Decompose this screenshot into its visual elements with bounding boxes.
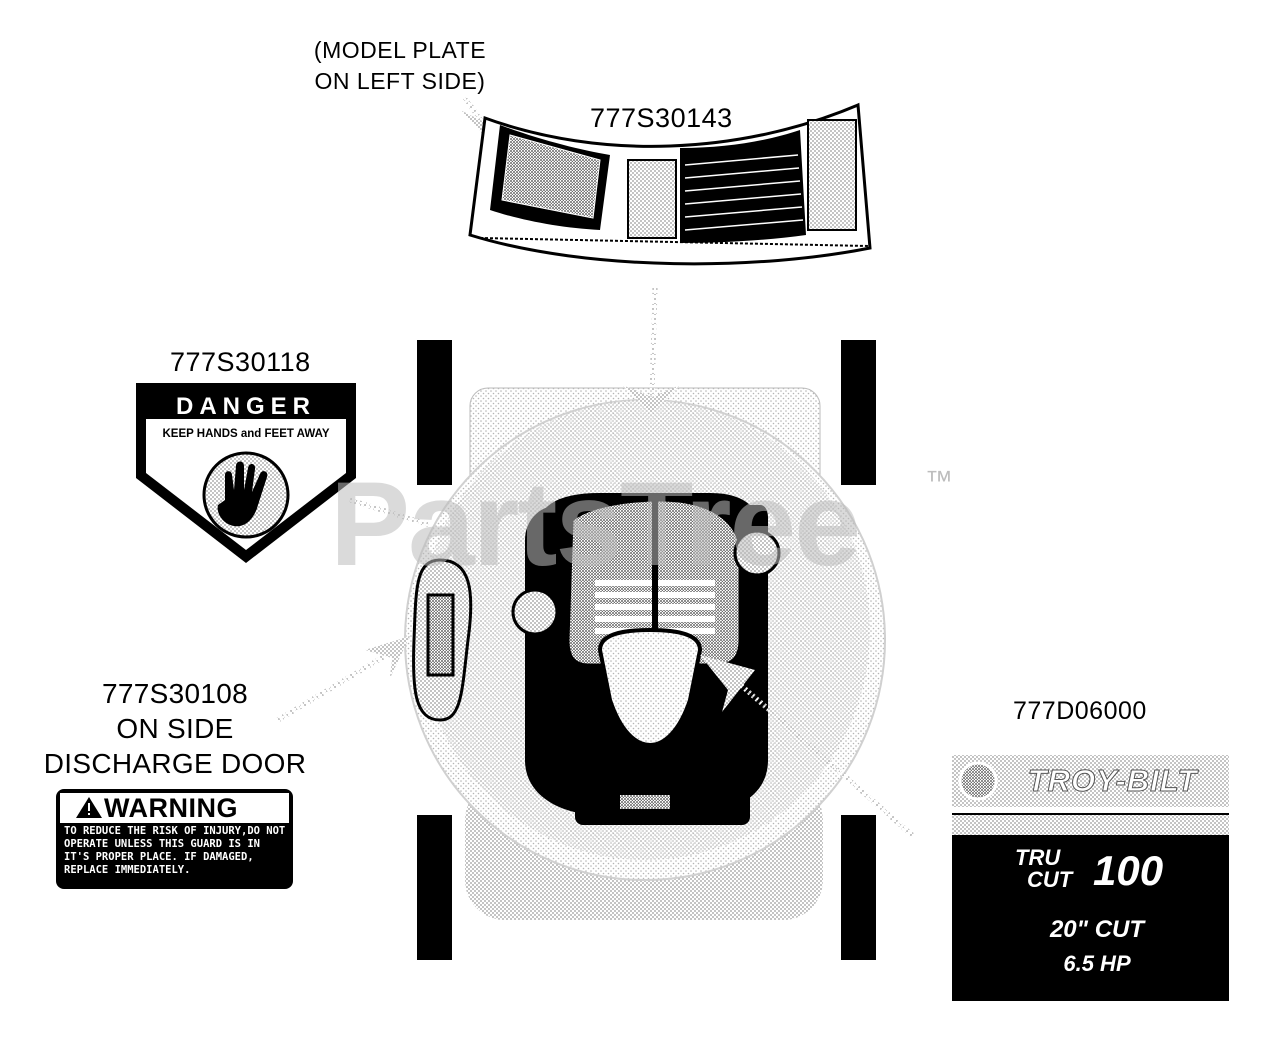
- warning-heading: WARNING: [104, 793, 238, 823]
- brand-name: TROY-BILT: [1027, 763, 1198, 799]
- danger-heading: DANGER: [175, 393, 316, 420]
- warning-body: TO REDUCE THE RISK OF INJURY,DO NOT OPER…: [64, 825, 289, 877]
- model-line2: CUT: [1027, 867, 1073, 892]
- model-plate-note: (MODEL PLATE ON LEFT SIDE): [300, 35, 500, 97]
- watermark-text: PartsTree: [330, 457, 861, 591]
- wheel-front-right: [841, 815, 876, 960]
- watermark-trademark: ™: [925, 465, 953, 496]
- warning-body-line: REPLACE IMMEDIATELY.: [64, 864, 191, 876]
- watermark: PartsTree: [330, 455, 861, 593]
- part-number-777S30143[interactable]: 777S30143: [590, 103, 733, 133]
- wheel-rear-right: [841, 340, 876, 485]
- warning-callout: 777S30108 ON SIDE DISCHARGE DOOR: [20, 676, 330, 781]
- danger-subheading: KEEP HANDS and FEET AWAY: [162, 428, 330, 440]
- decal-brand-art: [952, 755, 1229, 1001]
- wheel-front-left: [417, 815, 452, 960]
- cut-width: 20" CUT: [1049, 916, 1145, 943]
- part-number-777S30118[interactable]: 777S30118: [170, 347, 311, 377]
- warning-location-line2: DISCHARGE DOOR: [43, 748, 307, 779]
- fuel-cap: [511, 588, 559, 636]
- model-line1: TRU: [1015, 845, 1061, 870]
- part-number-777S30108[interactable]: 777S30108: [102, 678, 248, 709]
- warning-location-line1: ON SIDE: [116, 713, 234, 744]
- oil-cap: [733, 529, 781, 577]
- decal-danger-art: [136, 383, 356, 563]
- horsepower: 6.5 HP: [1063, 951, 1131, 976]
- warning-body-line: OPERATE UNLESS THIS GUARD IS IN: [64, 838, 260, 850]
- model-plate-note-line2: ON LEFT SIDE): [314, 68, 486, 94]
- wheel-rear-left: [417, 340, 452, 485]
- warning-body-line: IT'S PROPER PLACE. IF DAMAGED,: [64, 851, 254, 863]
- warning-body-line: TO REDUCE THE RISK OF INJURY,DO NOT: [64, 825, 286, 837]
- decal-warning-art: [56, 789, 293, 889]
- model-number: 100: [1093, 847, 1164, 894]
- hand-icon: [217, 461, 268, 527]
- part-number-777D06000[interactable]: 777D06000: [1013, 697, 1147, 725]
- model-plate-note-line1: (MODEL PLATE: [313, 37, 487, 63]
- decal-top-art: [468, 102, 872, 266]
